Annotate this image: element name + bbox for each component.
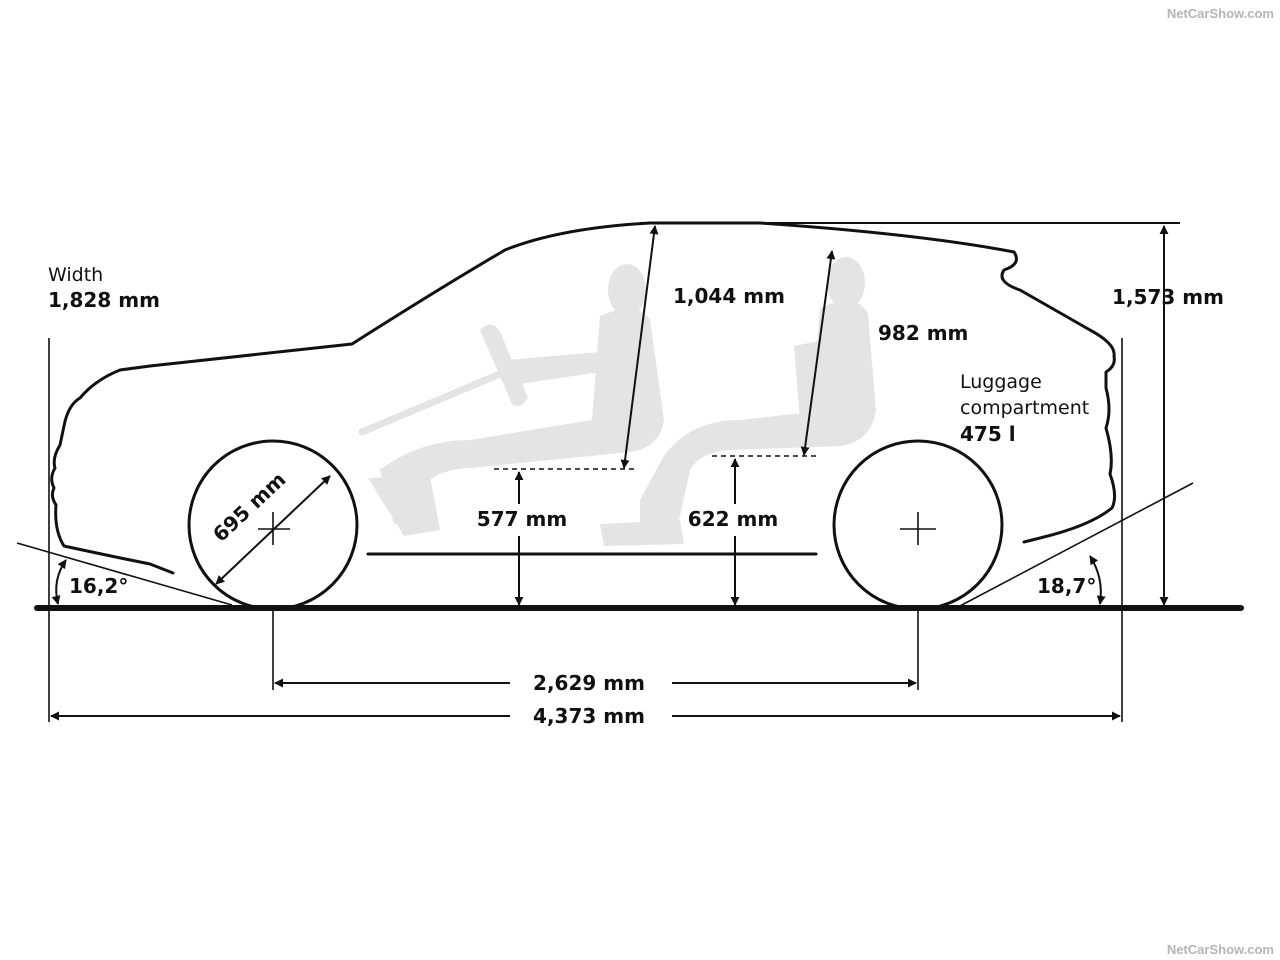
- luggage-caption-line2: compartment: [960, 397, 1089, 419]
- front-occupant-icon: [368, 264, 664, 536]
- departure-angle-label: 18,7°: [1037, 574, 1096, 598]
- departure-angle-line: [957, 482, 1194, 608]
- rear-headroom-label: 982 mm: [878, 321, 968, 345]
- occupant-silhouettes: [358, 257, 876, 546]
- front-headroom-label: 1,044 mm: [673, 284, 785, 308]
- approach-angle-label: 16,2°: [69, 574, 128, 598]
- rear-wheel-center-mark: [900, 512, 936, 545]
- height-label: 1,573 mm: [1112, 285, 1224, 309]
- rear-seat-height-label: 622 mm: [688, 507, 778, 531]
- wheel-diameter-arrow: [215, 475, 331, 585]
- watermark-top: NetCarShow.com: [1167, 6, 1274, 21]
- luggage-caption-line1: Luggage: [960, 371, 1042, 393]
- length-label: 4,373 mm: [533, 704, 645, 728]
- departure-angle-arc: [1089, 555, 1106, 605]
- car-body-outline: [50, 221, 1117, 575]
- steering-wheel-icon: [358, 324, 528, 436]
- wheelbase-label: 2,629 mm: [533, 671, 645, 695]
- luggage-value: 475 l: [960, 422, 1016, 446]
- watermark-bottom: NetCarShow.com: [1167, 942, 1274, 957]
- front-seat-height-label: 577 mm: [477, 507, 567, 531]
- width-caption: Width: [48, 264, 103, 286]
- front-headroom-arrow: [620, 225, 659, 469]
- rear-headroom-arrow: [800, 250, 836, 456]
- approach-angle-arc: [51, 559, 67, 605]
- wheel-diameter-label: 695 mm: [208, 467, 290, 546]
- approach-angle-line: [16, 542, 233, 606]
- width-value: 1,828 mm: [48, 288, 160, 312]
